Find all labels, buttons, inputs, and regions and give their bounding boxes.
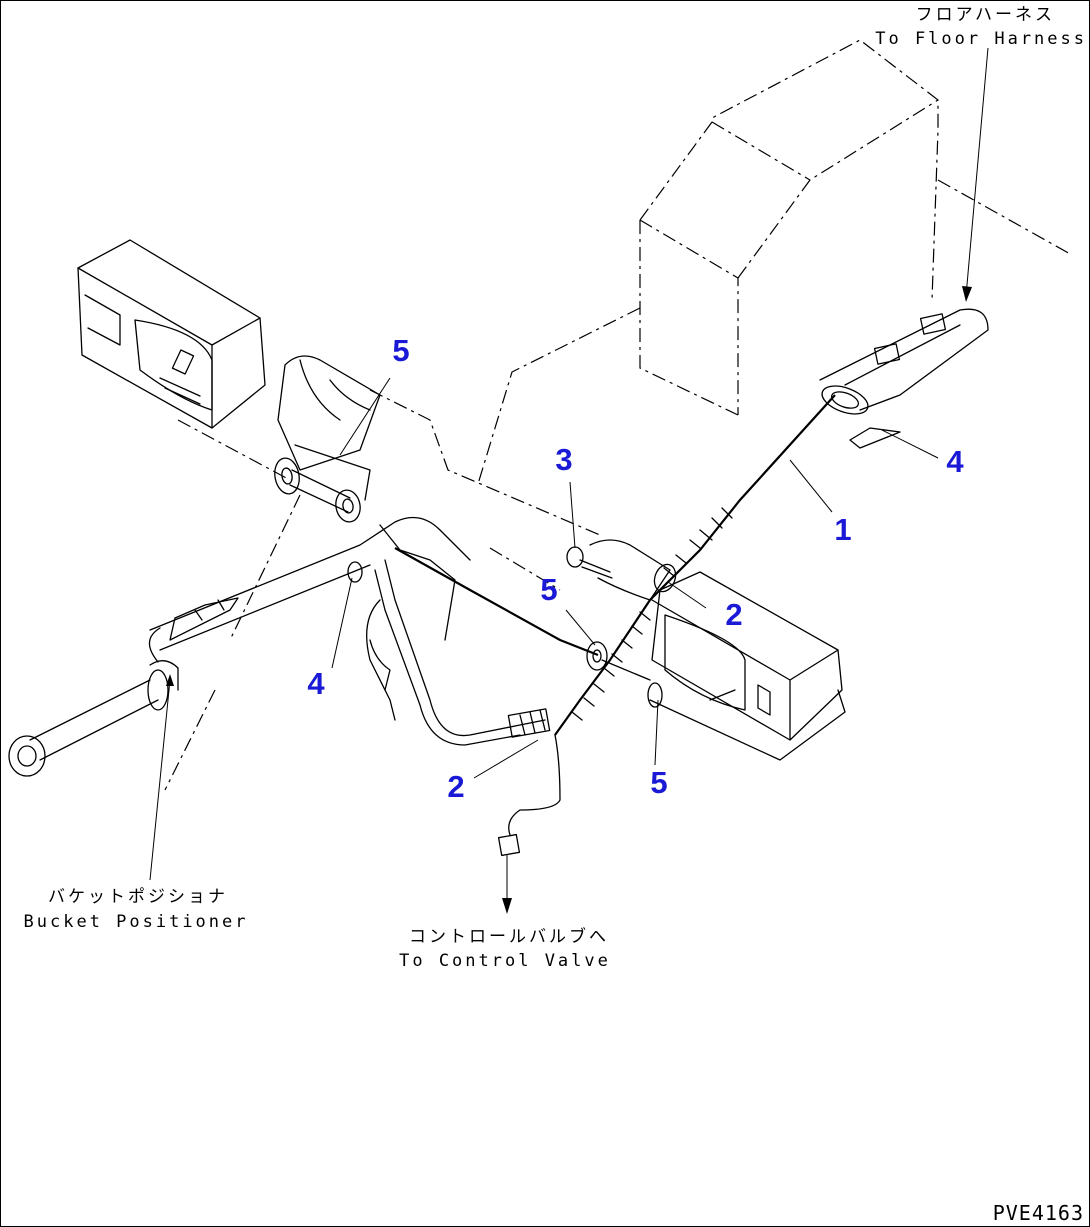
leader-lines [331,377,939,779]
bucket-positioner-arm [8,516,471,881]
control-valve-label-jp: コントロールバルブへ [409,926,609,947]
callout-1: 1 [834,512,851,547]
callout-2-right: 2 [725,597,742,632]
floor-harness-bracket [819,308,989,449]
callout-5-mid: 5 [540,572,557,607]
center-harness [347,547,599,914]
floor-harness-arrow [962,47,989,302]
control-valve-label-en: To Control Valve [399,951,611,971]
left-control-box [77,239,266,429]
main-harness-wire [554,394,836,736]
callout-4-right: 4 [946,444,964,479]
callout-5-top: 5 [392,333,409,368]
callout-3: 3 [555,442,572,477]
bucket-positioner-label-en: Bucket Positioner [24,912,249,932]
floor-harness-label-jp: フロアハーネス [916,5,1055,25]
drawing-code: PVE4163 [993,1201,1084,1225]
floor-harness-label-en: To Floor Harness [875,29,1087,49]
bucket-positioner-label-jp: バケットポジショナ [48,887,228,907]
cab-outline [477,39,1073,485]
callout-2-bottom: 2 [447,769,464,804]
right-control-box [649,571,846,761]
chassis-lines [164,389,601,791]
callout-5-bottom: 5 [650,765,667,800]
bolt-assembly [566,539,677,708]
upper-left-bracket [274,355,381,523]
callout-4-left: 4 [307,666,325,701]
